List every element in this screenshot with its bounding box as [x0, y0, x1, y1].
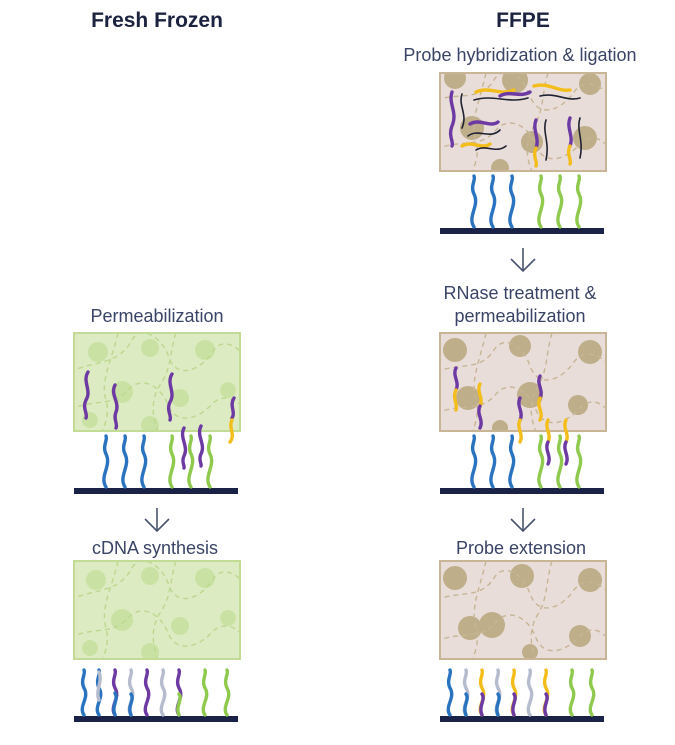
step-label-permeabilization: Permeabilization	[90, 306, 223, 326]
slide-base	[440, 716, 604, 722]
column-title-fresh-frozen: Fresh Frozen	[91, 9, 223, 32]
capture-probes-ffpe-rnase	[470, 434, 583, 489]
arrow-down-icon	[510, 508, 536, 533]
ffpe-tissue-extension	[439, 560, 607, 660]
ffpe-tissue-hybridization	[439, 72, 607, 172]
rna-probe-pairs-ffpe-hybridization	[448, 83, 582, 168]
slide-base	[440, 488, 604, 494]
step-label-rnase-line1: RNase treatment &	[443, 283, 596, 303]
extended-probes-ffpe-extension	[446, 668, 596, 717]
slide-base	[74, 488, 238, 494]
arrow-down-icon	[510, 248, 536, 273]
step-label-probe-hybridization: Probe hybridization & ligation	[403, 45, 636, 65]
released-probes-ffpe-rnase	[452, 366, 569, 466]
slide-base	[440, 228, 604, 234]
capture-probes-fresh-permeabilization	[102, 434, 214, 489]
step-label-rnase-line2: permeabilization	[454, 306, 585, 326]
mrna-fresh-permeabilization	[82, 370, 236, 470]
capture-probes-ffpe-hybridization	[470, 174, 583, 229]
step-label-probe-extension: Probe extension	[456, 538, 586, 558]
fresh-frozen-tissue-permeabilization	[73, 332, 241, 432]
step-label-cdna-synthesis: cDNA synthesis	[92, 538, 218, 558]
arrow-down-icon	[144, 508, 170, 533]
column-title-ffpe: FFPE	[496, 9, 550, 32]
fresh-frozen-tissue-cdna	[73, 560, 241, 660]
ffpe-tissue-rnase	[439, 332, 607, 432]
extended-probes-fresh-cdna	[80, 668, 231, 717]
slide-base	[74, 716, 238, 722]
